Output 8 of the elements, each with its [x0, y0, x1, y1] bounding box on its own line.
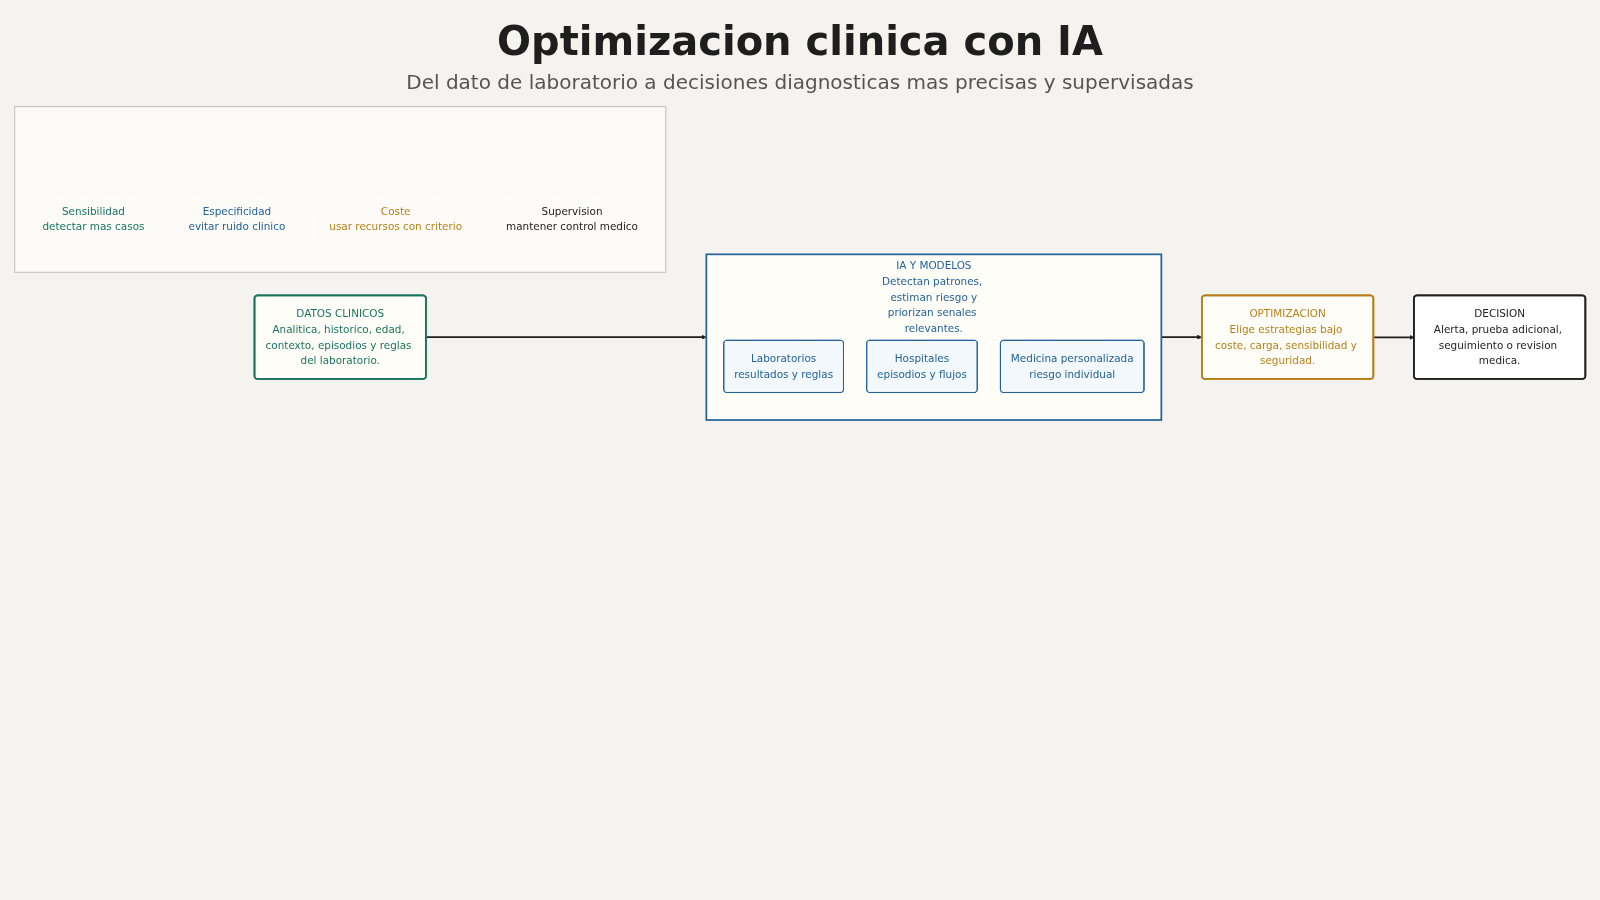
- title: Optimizacion clinica con IA: [497, 18, 1103, 64]
- arrow: [425, 334, 707, 340]
- subtitle: Del dato de laboratorio a decisiones diagnosticas mas precisas y supervisadas: [405, 70, 1195, 94]
- node-text: Especificidad evitar ruido clinico: [188, 204, 286, 233]
- cluster: [14, 106, 667, 273]
- node-text: Sensibilidad detectar mas casos: [42, 204, 145, 233]
- node-text: Supervision mantener control medico: [506, 204, 638, 233]
- node-text: Coste usar recursos con criterio: [329, 204, 463, 233]
